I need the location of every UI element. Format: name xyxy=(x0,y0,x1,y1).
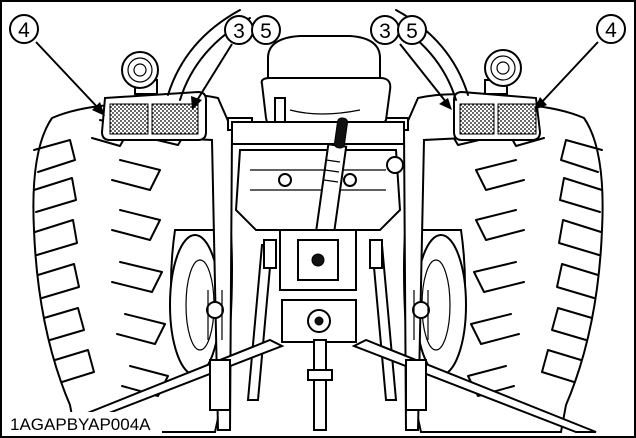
svg-text:4: 4 xyxy=(605,19,617,42)
left-tail-lamp xyxy=(100,90,207,141)
callout-right-outer: 4 xyxy=(596,14,626,44)
left-lift-rod xyxy=(246,239,277,401)
svg-text:5: 5 xyxy=(406,20,418,43)
right-lower-link xyxy=(351,290,597,433)
right-lift-rod xyxy=(369,239,398,401)
callout-left-inner-a: 3 xyxy=(224,15,254,45)
left-lower-link xyxy=(39,290,285,433)
svg-text:5: 5 xyxy=(260,20,272,43)
callout-left-inner-b: 5 xyxy=(251,15,281,45)
svg-text:3: 3 xyxy=(379,20,391,43)
callout-arrows xyxy=(35,41,599,116)
svg-text:4: 4 xyxy=(18,19,30,42)
right-work-lamp xyxy=(484,49,522,95)
right-tail-lamp xyxy=(453,90,542,141)
callout-right-inner-b: 5 xyxy=(397,15,427,45)
figure-id: 1AGAPBYAP004A xyxy=(10,415,151,434)
three-point-hitch xyxy=(279,229,357,431)
left-work-lamp xyxy=(121,51,159,95)
callout-right-inner-a: 3 xyxy=(370,15,400,45)
rear-axle-housing xyxy=(231,121,405,231)
callout-left-outer: 4 xyxy=(9,14,39,44)
operator-seat xyxy=(260,35,392,131)
svg-text:3: 3 xyxy=(233,20,245,43)
right-rear-tire xyxy=(402,102,604,433)
figure-id-background xyxy=(6,412,162,434)
left-rear-tire xyxy=(32,102,234,433)
